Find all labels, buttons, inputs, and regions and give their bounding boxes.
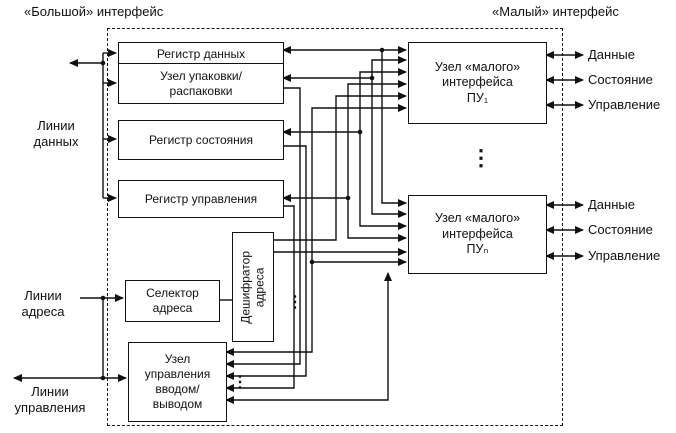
title-big-interface: «Большой» интерфейс <box>24 4 164 19</box>
block-packing-unit: Узел упаковки/ распаковки <box>118 63 284 104</box>
ellipsis-decoder-lines: ⋮ <box>287 294 303 311</box>
label-address-lines: Линии адреса <box>21 288 65 319</box>
junction-dots <box>100 47 385 381</box>
block-status-register: Регистр состояния <box>118 120 284 160</box>
block-pu-interface-unit-1: Узел «малого» интерфейса ПУ₁ <box>408 42 547 124</box>
label-data-lines: Линии данных <box>33 118 79 149</box>
ellipsis-io-lines: ⋮ <box>232 374 248 391</box>
block-io-control-unit: Узел управления вводом/ выводом <box>128 342 227 422</box>
block-address-decoder: Дешифратор адреса <box>232 232 274 342</box>
block-address-selector: Селектор адреса <box>125 280 220 322</box>
bus-lines <box>13 46 584 404</box>
title-small-interface: «Малый» интерфейс <box>492 4 619 19</box>
label-pun-control: Управление <box>588 248 661 263</box>
address-decoder-label: Дешифратор адреса <box>238 250 267 324</box>
label-pun-state: Состояние <box>588 222 653 237</box>
label-control-lines: Линии управления <box>14 384 86 415</box>
label-pu1-control: Управление <box>588 97 661 112</box>
label-pu1-data: Данные <box>588 47 635 62</box>
label-pun-data: Данные <box>588 197 635 212</box>
block-control-register: Регистр управления <box>118 180 284 218</box>
block-pu-interface-unit-n: Узел «малого» интерфейса ПУₙ <box>408 195 547 274</box>
ellipsis-between-pu-units: ⋮ <box>470 145 492 170</box>
label-pu1-state: Состояние <box>588 72 653 87</box>
